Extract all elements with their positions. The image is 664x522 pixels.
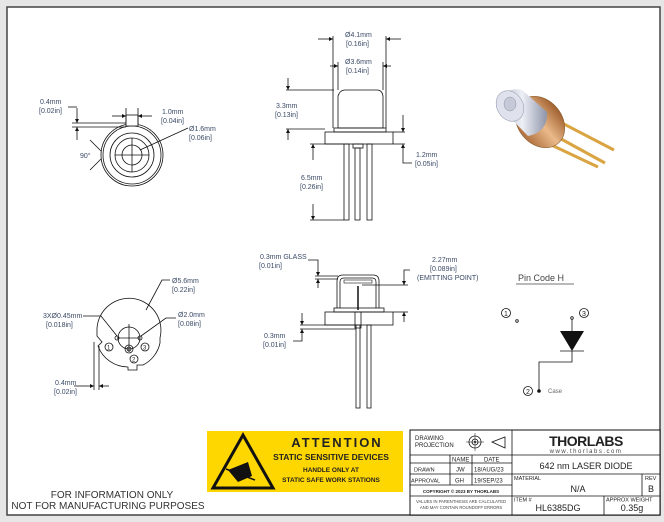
pin-code-1: 1	[504, 311, 508, 318]
dim-notch-in: [0.02in]	[54, 389, 77, 396]
dim-lead-length-in: [0.26in]	[300, 184, 323, 191]
info-only-note: FOR INFORMATION ONLY	[51, 490, 174, 501]
bottom-view: 1 2 3 Ø5.6mm [0.22in] 3XØ0.45mm [0.018in…	[43, 278, 205, 396]
dim-slot-depth-in: [0.02in]	[39, 108, 62, 115]
weight-value: 0.35g	[621, 503, 644, 513]
dim-glass: 0.3mm GLASS	[260, 254, 307, 261]
esd-line2: STATIC SAFE WORK STATIONS	[282, 477, 380, 484]
dim-window-in: [0.06in]	[189, 135, 212, 142]
title-block: DRAWING PROJECTION NAME DATE DRAWN JW 18…	[409, 429, 661, 516]
dim-flange-in: [0.16in]	[346, 41, 369, 48]
copyright: COPYRIGHT © 2023 BY THORLABS	[423, 488, 499, 494]
dim-pin-dia: 3XØ0.45mm	[43, 313, 82, 320]
dim-emit-label: (EMITTING POINT)	[417, 275, 478, 282]
material-value: N/A	[570, 484, 585, 494]
material-label: MATERIAL	[514, 476, 541, 482]
drawing-title: 642 nm LASER DIODE	[539, 461, 632, 471]
projection-label: DRAWING	[415, 436, 444, 442]
dim-notch: 0.4mm	[55, 380, 77, 387]
approval-name: GH	[455, 479, 464, 485]
drawn-date: 18/AUG/23	[474, 468, 504, 474]
col-name: NAME	[452, 458, 469, 464]
not-for-manufacturing-note: NOT FOR MANUFACTURING PURPOSES	[11, 501, 204, 512]
item-number: HL6385DG	[535, 503, 580, 513]
front-view: 1.0mm [0.04in] 0.4mm [0.02in] Ø1.6mm [0.…	[39, 99, 216, 187]
dim-emit: 2.27mm	[432, 257, 457, 264]
dim-flange-thick: 1.2mm	[416, 152, 438, 159]
approval-label: APPROVAL	[411, 479, 440, 485]
dim-pcd-in: [0.08in]	[178, 321, 201, 328]
dim-slot-width-in: [0.04in]	[161, 118, 184, 125]
dim-slot-width: 1.0mm	[162, 109, 184, 116]
dim-step-in: [0.01in]	[263, 342, 286, 349]
pin-code-3: 3	[582, 311, 586, 318]
values-note-2: AND MAY CONTAIN ROUNDOFF ERRORS	[420, 505, 503, 510]
esd-hand-icon	[210, 431, 276, 490]
rev-value: B	[648, 484, 654, 494]
dim-glass-in: [0.01in]	[259, 263, 282, 270]
section-view: 0.3mm GLASS [0.01in] 2.27mm [0.089in] (E…	[259, 254, 478, 409]
dim-window: Ø1.6mm	[189, 126, 216, 133]
dim-angle: 90°	[80, 152, 91, 160]
drawn-label: DRAWN	[414, 468, 435, 474]
dim-pin-dia-in: [0.018in]	[46, 322, 73, 329]
dim-cap-in: [0.14in]	[346, 68, 369, 75]
side-view: Ø4.1mm [0.16in] Ø3.6mm [0.14in] 3.3mm [0…	[275, 32, 438, 221]
third-angle-projection-icon	[466, 433, 506, 451]
dim-step: 0.3mm	[264, 333, 286, 340]
esd-warning-label: ATTENTION STATIC SENSITIVE DEVICES HANDL…	[207, 431, 403, 492]
dim-lead-length: 6.5mm	[301, 175, 323, 182]
dim-diameter: Ø5.6mm	[172, 278, 199, 285]
case-label: Case	[548, 389, 563, 395]
esd-title: ATTENTION	[291, 435, 382, 450]
pin-code-2: 2	[526, 389, 530, 396]
weight-label: APPROX WEIGHT	[606, 498, 653, 504]
product-3d-image	[495, 89, 615, 169]
pin-code-title: Pin Code H	[518, 273, 564, 283]
projection-label-2: PROJECTION	[415, 443, 454, 449]
dim-cap-height: 3.3mm	[276, 103, 298, 110]
dim-flange: Ø4.1mm	[345, 32, 372, 39]
pin-label-3: 3	[143, 346, 147, 352]
approval-date: 19/SEP/23	[474, 479, 503, 485]
esd-subtitle: STATIC SENSITIVE DEVICES	[273, 452, 389, 462]
values-note: VALUES IN PARENTHESIS ARE CALCULATED	[416, 499, 506, 504]
dim-cap: Ø3.6mm	[345, 59, 372, 66]
col-date: DATE	[484, 458, 500, 464]
dim-slot-depth: 0.4mm	[40, 99, 62, 106]
thorlabs-logo: THORLABS	[549, 433, 623, 449]
item-label: ITEM #	[514, 498, 533, 504]
pin-label-2: 2	[132, 358, 136, 364]
dim-pcd: Ø2.0mm	[178, 312, 205, 319]
pin-code-diagram: Pin Code H 1 3 2 Case	[501, 273, 589, 396]
dim-cap-height-in: [0.13in]	[275, 112, 298, 119]
website: www.thorlabs.com	[549, 449, 623, 455]
drawn-name: JW	[456, 468, 465, 474]
rev-label: REV	[645, 476, 657, 482]
esd-line1: HANDLE ONLY AT	[303, 467, 359, 474]
dim-diameter-in: [0.22in]	[172, 287, 195, 294]
dim-flange-thick-in: [0.05in]	[415, 161, 438, 168]
pin-label-1: 1	[107, 346, 111, 352]
dim-emit-in: [0.089in]	[430, 266, 457, 273]
